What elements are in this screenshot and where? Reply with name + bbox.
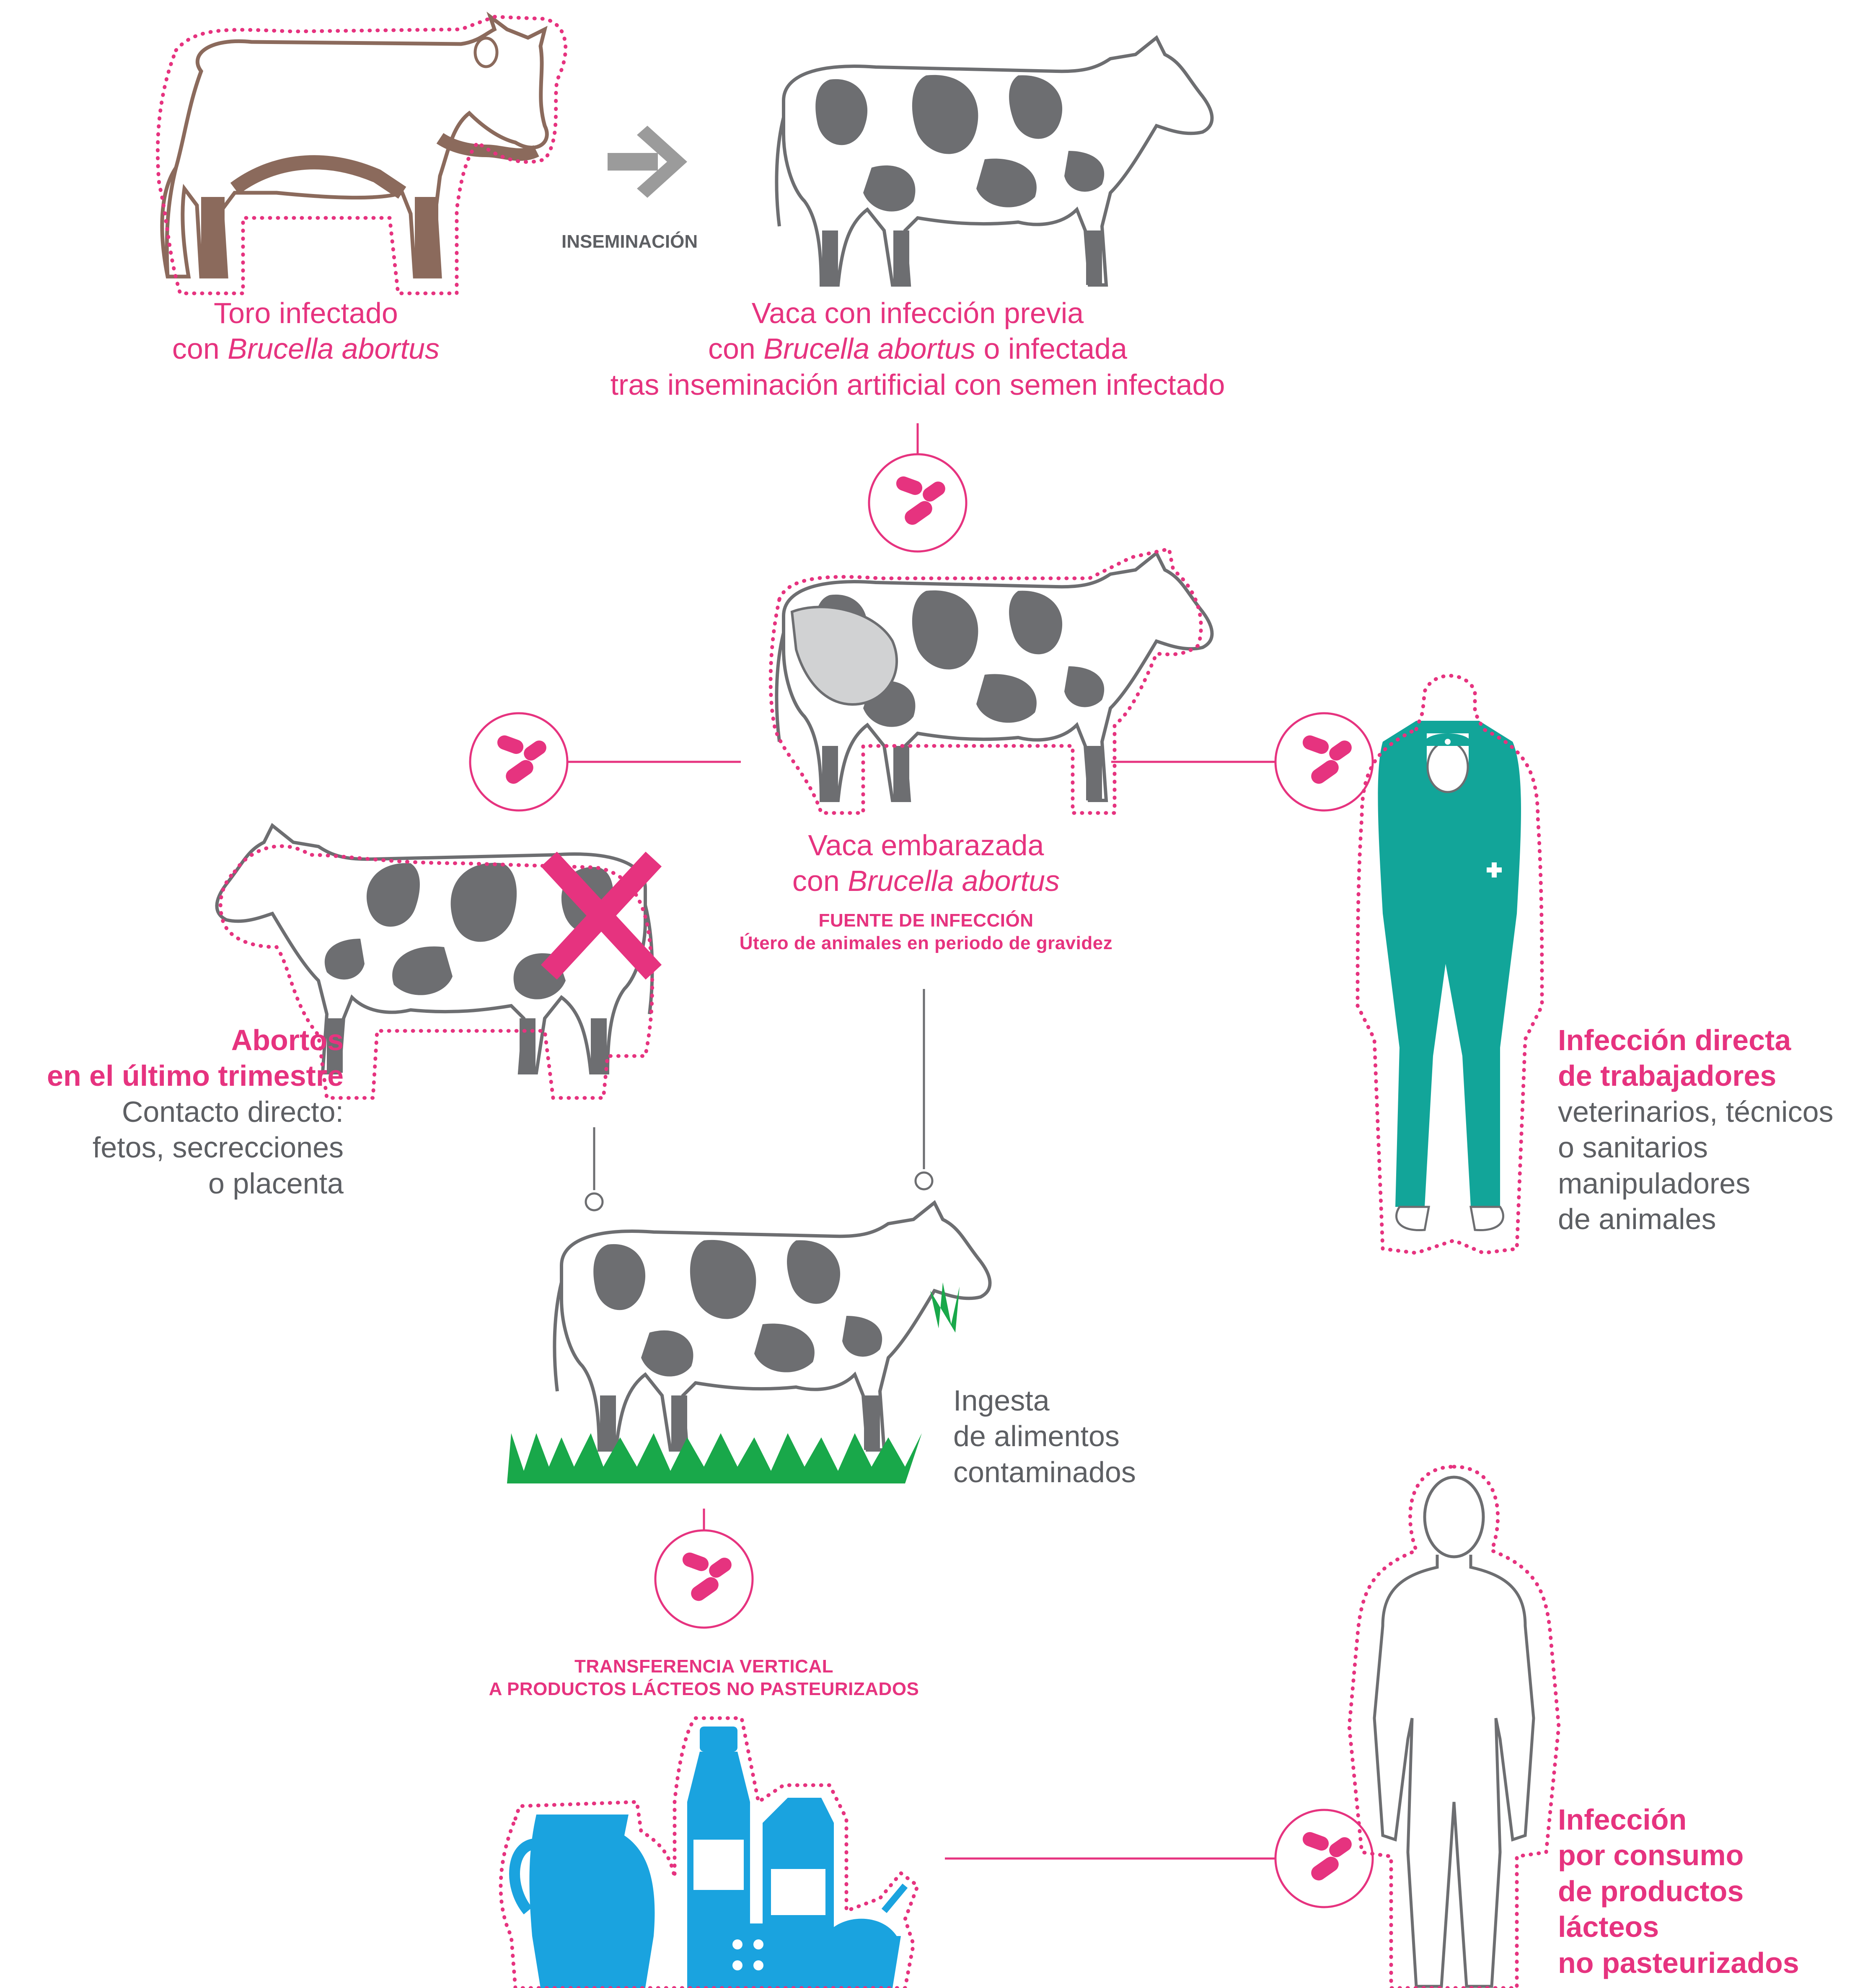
worker-illustration bbox=[1378, 721, 1521, 1230]
bull-illustration bbox=[162, 17, 547, 277]
dairy-products-illustration bbox=[515, 1727, 905, 1988]
bacteria-icon bbox=[470, 713, 567, 810]
workers-caption: Infección directa de trabajadores veteri… bbox=[1558, 1022, 1868, 1237]
abortion-title2: en el último trimestre bbox=[8, 1058, 344, 1094]
consumption-caption: Infección por consumo de productos lácte… bbox=[1558, 1802, 1851, 1981]
vertical-transfer-caption: TRANSFERENCIA VERTICAL A PRODUCTOS LÁCTE… bbox=[419, 1655, 989, 1700]
workers-title1: Infección directa bbox=[1558, 1022, 1868, 1058]
workers-desc1: veterinarios, técnicos bbox=[1558, 1094, 1868, 1130]
pregnant-line2a: con bbox=[792, 865, 848, 897]
abortion-title1: Abortos bbox=[8, 1022, 344, 1058]
ingest-line3: contaminados bbox=[953, 1455, 1205, 1490]
bacteria-icon bbox=[655, 1530, 753, 1628]
cow-previous-line3: tras inseminación artificial con semen i… bbox=[557, 367, 1278, 403]
pregnant-cow bbox=[776, 553, 1212, 800]
cow-previous-line1: Vaca con infección previa bbox=[557, 295, 1278, 331]
insemination-label: INSEMINACIÓN bbox=[561, 230, 698, 253]
pregnant-line1: Vaca embarazada bbox=[696, 828, 1156, 863]
transfer-line1: TRANSFERENCIA VERTICAL bbox=[419, 1655, 989, 1678]
cow-previous-line2c: o infectada bbox=[975, 332, 1127, 365]
ingest-line2: de alimentos bbox=[953, 1419, 1205, 1454]
grazing-cow bbox=[554, 1203, 990, 1450]
human-illustration bbox=[1374, 1477, 1534, 1986]
cow-previous-caption: Vaca con infección previa con Brucella a… bbox=[557, 295, 1278, 403]
abortion-caption: Abortos en el último trimestre Contacto … bbox=[8, 1022, 344, 1201]
cow-previous-line2a: con bbox=[708, 332, 763, 365]
bacteria-icon bbox=[1275, 713, 1373, 810]
abortion-desc1: Contacto directo: bbox=[8, 1094, 344, 1130]
workers-desc2: o sanitarios bbox=[1558, 1130, 1868, 1165]
grey-connectors bbox=[586, 989, 932, 1210]
consumption-line3: de productos bbox=[1558, 1874, 1851, 1909]
infection-source-title: FUENTE DE INFECCIÓN bbox=[654, 909, 1198, 932]
bull-caption-line1: Toro infectado bbox=[138, 295, 473, 331]
paw-icon bbox=[1445, 739, 1451, 745]
bull-caption-species: Brucella abortus bbox=[228, 332, 440, 365]
consumption-line5: no pasteurizados bbox=[1558, 1945, 1851, 1981]
workers-desc3: manipuladores bbox=[1558, 1166, 1868, 1201]
ingest-line1: Ingesta bbox=[953, 1383, 1205, 1419]
infection-source: FUENTE DE INFECCIÓN Útero de animales en… bbox=[654, 909, 1198, 954]
consumption-line2: por consumo bbox=[1558, 1838, 1851, 1873]
abortion-desc2: fetos, secrecciones bbox=[8, 1130, 344, 1165]
consumption-line1: Infección bbox=[1558, 1802, 1851, 1838]
dotted-outline bbox=[1349, 1467, 1559, 1988]
consumption-line4: lácteos bbox=[1558, 1909, 1851, 1945]
pregnant-cow-caption: Vaca embarazada con Brucella abortus bbox=[696, 828, 1156, 899]
bull-caption: Toro infectado con Brucella abortus bbox=[138, 295, 473, 367]
workers-desc4: de animales bbox=[1558, 1201, 1868, 1237]
transfer-line2: A PRODUCTOS LÁCTEOS NO PASTEURIZADOS bbox=[419, 1678, 989, 1701]
ingest-caption: Ingesta de alimentos contaminados bbox=[953, 1383, 1205, 1490]
infection-source-desc: Útero de animales en periodo de gravidez bbox=[654, 932, 1198, 955]
cow-previous-infection bbox=[776, 38, 1212, 285]
cow-previous-species: Brucella abortus bbox=[763, 332, 975, 365]
workers-title2: de trabajadores bbox=[1558, 1058, 1868, 1094]
bacteria-icon bbox=[869, 454, 966, 551]
bull-caption-line2a: con bbox=[172, 332, 228, 365]
pregnant-species: Brucella abortus bbox=[848, 865, 1060, 897]
arrow-right-icon bbox=[608, 126, 687, 198]
abortion-desc3: o placenta bbox=[8, 1166, 344, 1201]
